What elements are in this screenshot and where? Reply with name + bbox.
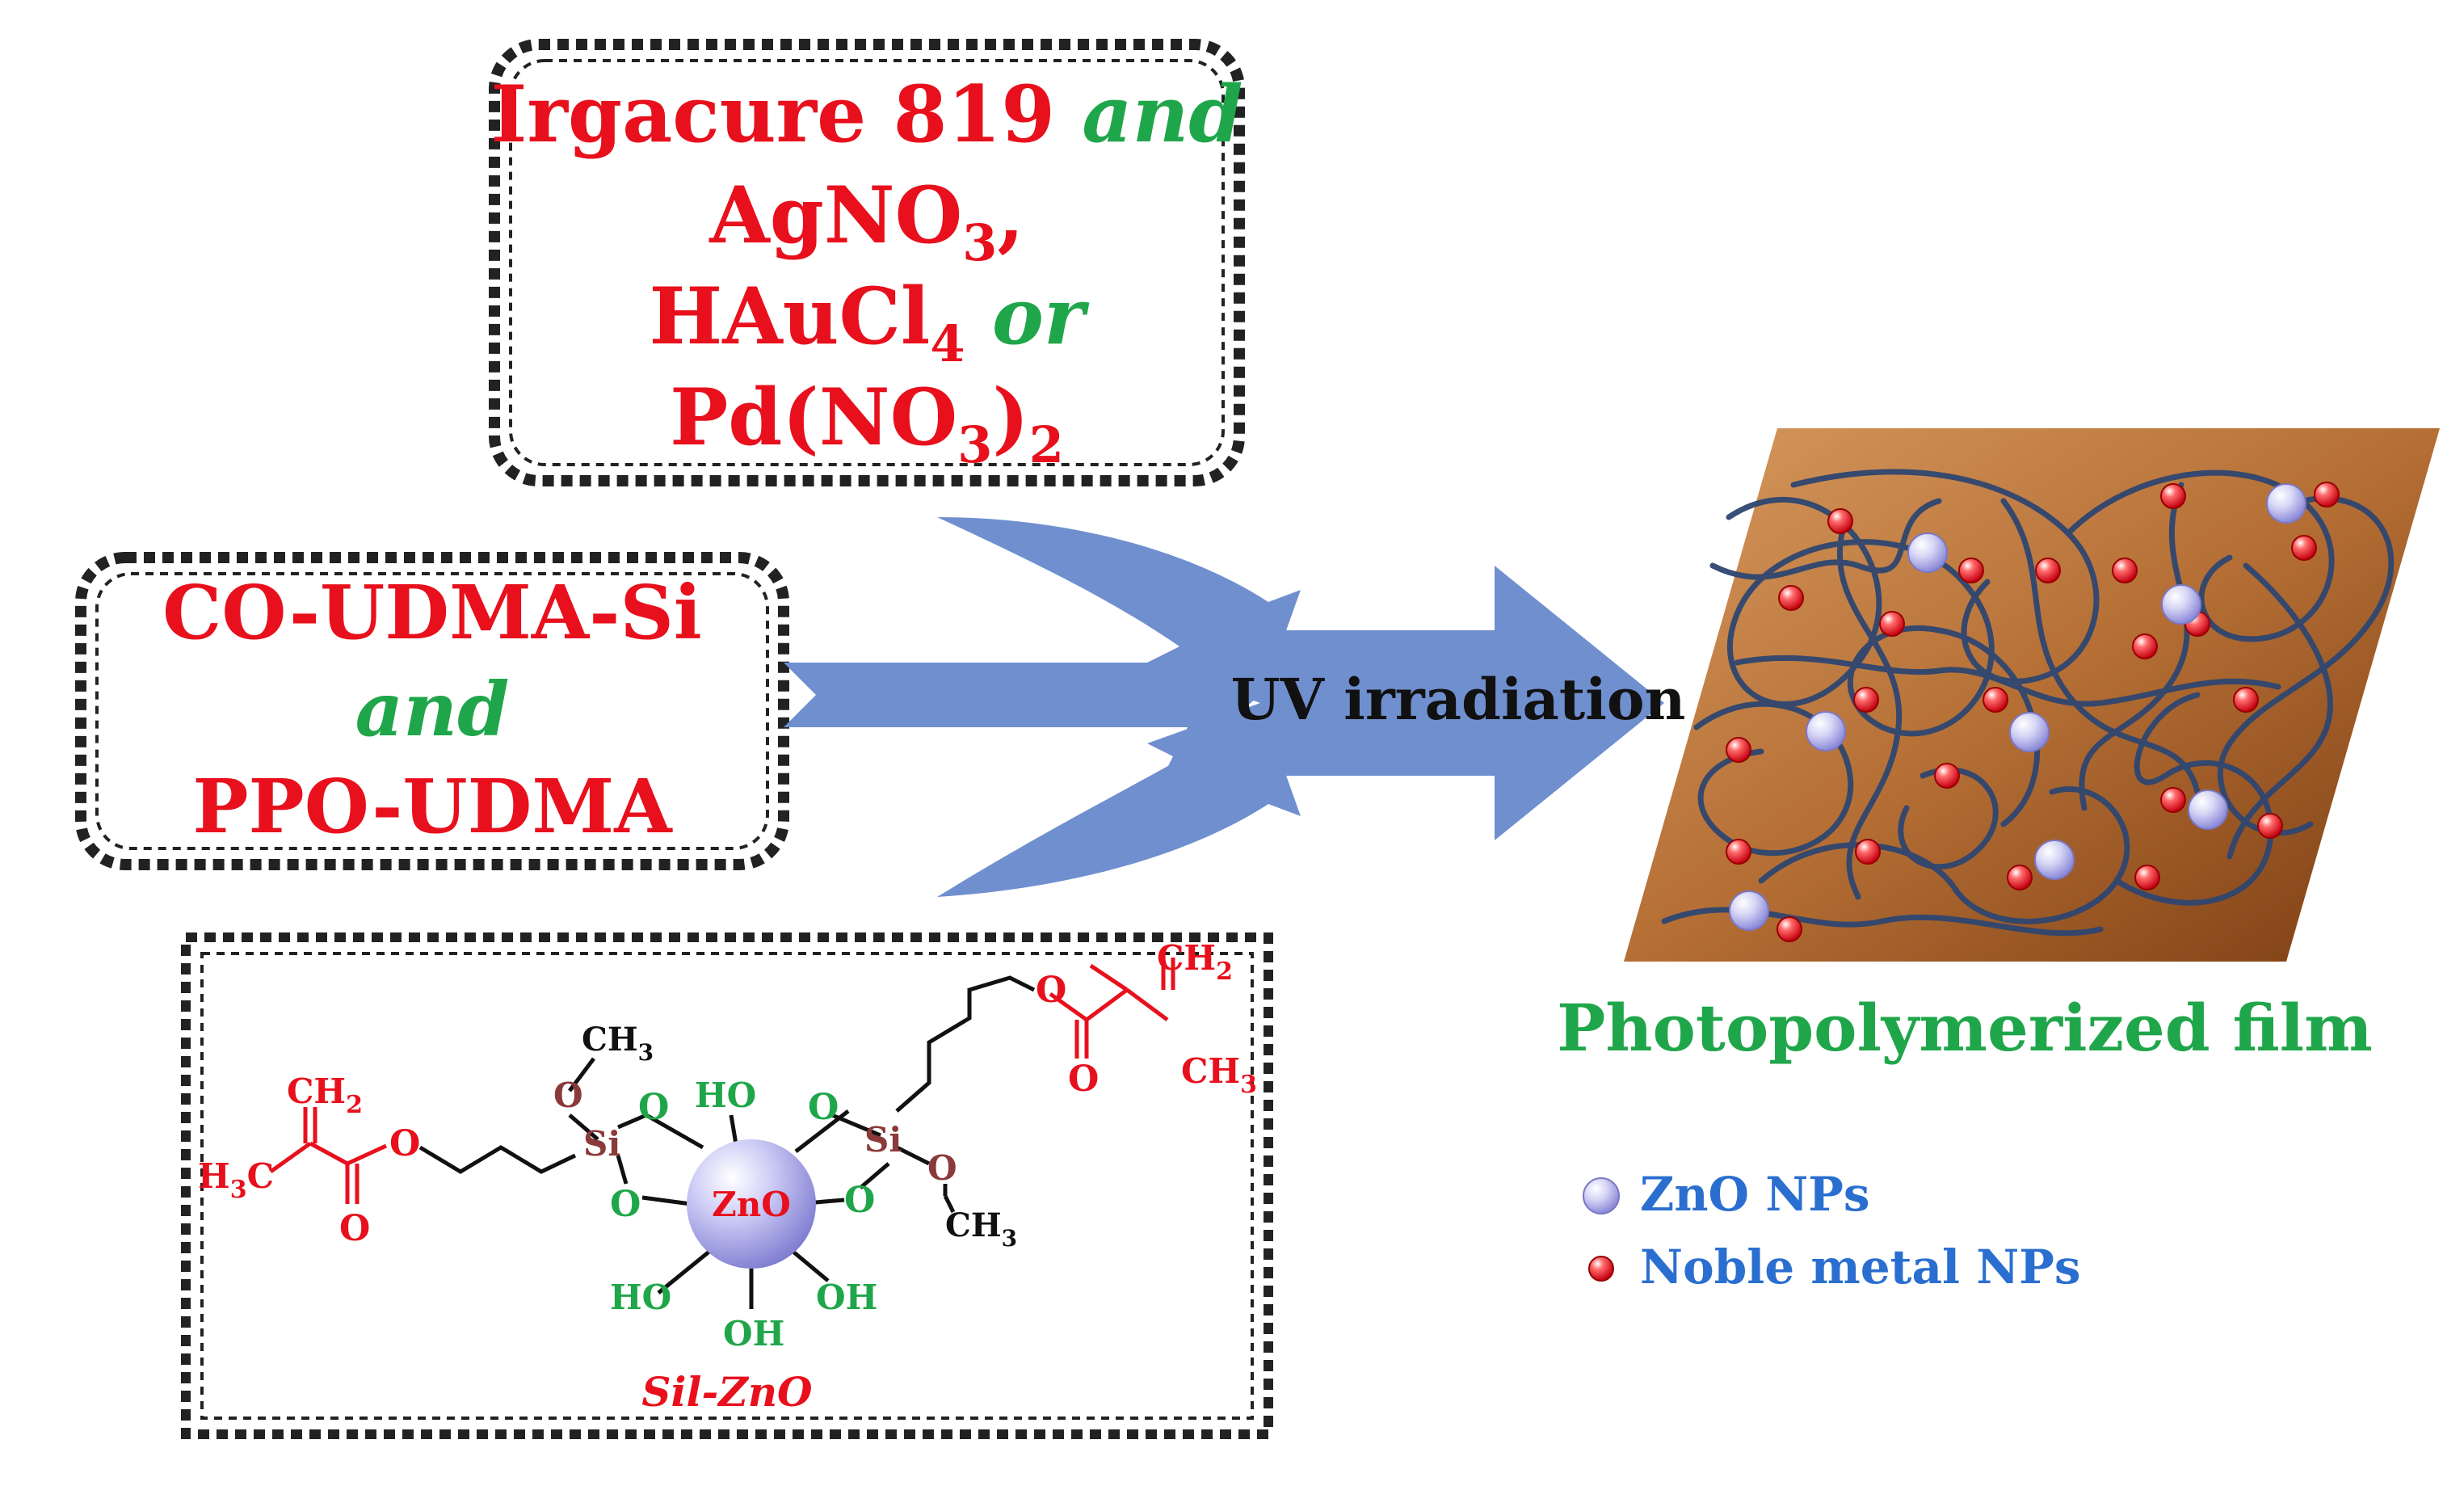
legend-noble-marker: [1588, 1256, 1614, 1282]
sil-zno-box-frame: [181, 932, 1273, 1439]
top-left-ch3: CH: [582, 1021, 638, 1059]
reagent-pdno3: Pd(NO: [670, 372, 957, 463]
right-methoxy-o: O: [927, 1148, 957, 1188]
conj-and-1: and: [1082, 69, 1243, 160]
svg-text:CH3: CH3: [945, 1206, 1017, 1252]
monomer-ppo-udma: PPO-UDMA: [192, 763, 673, 850]
svg-text:CH2: CH2: [287, 1071, 363, 1119]
legend-noble-label: Noble metal NPs: [1640, 1240, 2081, 1294]
svg-text:H3C: H3C: [198, 1156, 274, 1204]
process-arrows: [784, 517, 1664, 897]
svg-text:AgNO3,: AgNO3,: [709, 170, 1024, 272]
reagent-irgacure: Irgacure 819: [490, 69, 1055, 160]
uv-irradiation-label: UV irradiation: [1231, 666, 1686, 733]
noble-metal-nps: [1726, 482, 2340, 942]
legend: ZnO NPs Noble metal NPs: [1583, 1167, 2081, 1294]
left-si: Si: [583, 1124, 620, 1164]
reagent-haucl4: HAuCl: [649, 271, 930, 362]
left-carbonyl-o: O: [339, 1208, 370, 1249]
conj-and-2: and: [355, 666, 510, 753]
right-ester-o: O: [1036, 970, 1066, 1011]
left-si-o2: O: [610, 1184, 641, 1225]
legend-zno-marker: [1583, 1177, 1620, 1214]
svg-text:CH3: CH3: [1181, 1051, 1257, 1099]
ho-bottom-left: HO: [610, 1278, 671, 1317]
svg-text:CH3: CH3: [582, 1021, 654, 1066]
right-ch3: CH: [1181, 1051, 1240, 1091]
left-ch2: CH: [287, 1071, 346, 1111]
left-methoxy-o: O: [553, 1076, 583, 1115]
left-ester-o: O: [389, 1123, 420, 1164]
right-si: Si: [864, 1120, 902, 1160]
ho-top: HO: [695, 1076, 756, 1115]
arrow-from-bottom: [937, 703, 1301, 897]
photopolymerized-film: [1624, 428, 2440, 962]
legend-zno-label: ZnO NPs: [1640, 1167, 1870, 1222]
left-si-o1: O: [638, 1087, 669, 1128]
svg-text:CH2: CH2: [1157, 938, 1233, 986]
conj-or: or: [992, 271, 1090, 362]
monomer-box-frame: [75, 552, 789, 870]
sil-zno-caption: Sil-ZnO: [641, 1368, 813, 1416]
arrow-from-left: [784, 614, 1260, 776]
right-carbonyl-o: O: [1068, 1059, 1099, 1100]
svg-text:Irgacure 819 and: Irgacure 819 and: [490, 69, 1243, 160]
right-si-o1: O: [808, 1087, 839, 1128]
bottom-right-ch3: CH: [945, 1206, 1002, 1244]
monomer-box: CO-UDMA-Si and PPO-UDMA: [75, 552, 789, 870]
zno-core: [687, 1139, 816, 1269]
arrow-main: [1204, 566, 1664, 840]
monomer-co-udma-si: CO-UDMA-Si: [162, 569, 702, 656]
left-h3c: H: [198, 1156, 230, 1196]
svg-text:HAuCl4 or: HAuCl4 or: [649, 271, 1089, 373]
reagent-agno3: AgNO: [709, 170, 962, 261]
oh-bottom: OH: [723, 1314, 784, 1353]
right-si-o2: O: [844, 1180, 875, 1221]
oh-bottom-right: OH: [816, 1278, 877, 1317]
film-label: Photopolymerized film: [1557, 990, 2373, 1066]
svg-text:Pd(NO3)2: Pd(NO3)2: [670, 372, 1064, 474]
zno-nps: [1729, 483, 2306, 931]
reagents-box: Irgacure 819 and AgNO3, HAuCl4 or Pd(NO3…: [489, 39, 1245, 486]
zno-core-label: ZnO: [712, 1185, 791, 1224]
right-ch2: CH: [1157, 938, 1216, 978]
sil-zno-box: ZnO CH2 H3C O O CH3 O Si O O HO HO OH OH…: [181, 932, 1273, 1439]
reagents-box-frame: [489, 39, 1245, 486]
